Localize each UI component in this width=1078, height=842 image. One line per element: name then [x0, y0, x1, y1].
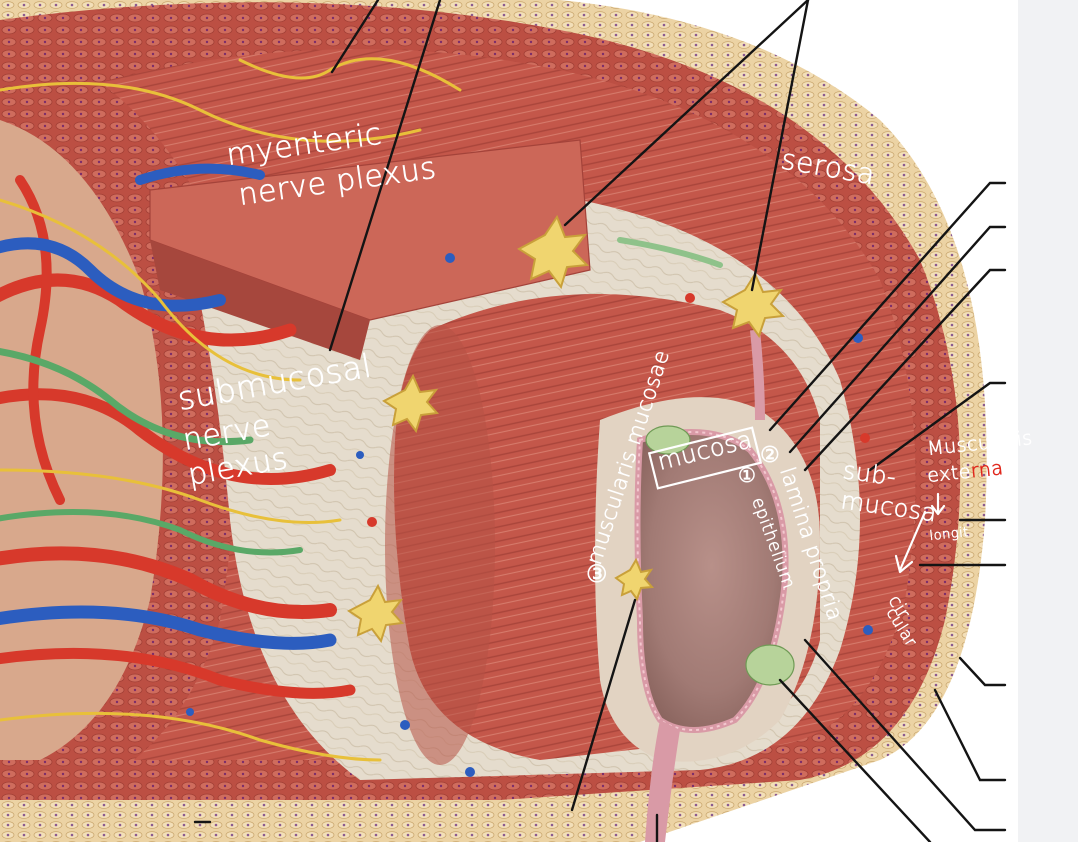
nerve-4 — [0, 711, 382, 762]
muscle-block-top — [149, 139, 591, 321]
vein-1 — [0, 237, 226, 312]
nerve-3 — [0, 468, 342, 524]
vein-2 — [0, 605, 337, 650]
gland-top-right — [720, 271, 786, 339]
vessels — [0, 163, 723, 699]
lymph-nodule-lower — [745, 644, 795, 686]
label-longitudinal: longit — [929, 525, 970, 544]
arrow-to-circular — [894, 510, 927, 574]
epithelium-strip — [645, 720, 680, 842]
lymph-vessel-3 — [617, 237, 723, 268]
arrow-to-longitudinal — [930, 492, 946, 516]
mucosa-box — [647, 426, 763, 490]
gland-group — [347, 214, 786, 644]
label-submucosa-1: sub- — [841, 456, 898, 491]
artery-4 — [0, 647, 356, 699]
nerve-2 — [0, 198, 302, 382]
artery-2 — [0, 388, 336, 485]
artery-5 — [15, 175, 65, 505]
leader-lines — [193, 0, 1007, 842]
lymph-vessel-1 — [0, 348, 254, 446]
label-epithelium-number: ① — [738, 463, 756, 487]
gland-top-left — [517, 214, 590, 290]
epithelium-layer — [636, 431, 787, 731]
nerve-1 — [0, 81, 422, 143]
gland-low — [347, 583, 405, 644]
gland-mid — [382, 373, 440, 434]
lymph-vessel-2 — [0, 509, 303, 556]
label-serosa: serosa — [779, 142, 878, 191]
page-margin — [1018, 0, 1078, 842]
vessel-dots — [186, 253, 873, 777]
gland-mucosa — [614, 557, 655, 602]
cylinder-shadow — [385, 325, 495, 765]
artery-3 — [0, 546, 337, 619]
vein-3 — [135, 163, 265, 185]
duct — [750, 329, 765, 421]
label-muscularis-mucosae-number: ③ — [586, 560, 608, 588]
muscle-block-edge — [150, 240, 370, 360]
artery-1 — [0, 273, 297, 347]
label-lamina-propria-number: ② — [760, 443, 780, 468]
label-muscularis-externa-2: externa — [926, 457, 1004, 487]
